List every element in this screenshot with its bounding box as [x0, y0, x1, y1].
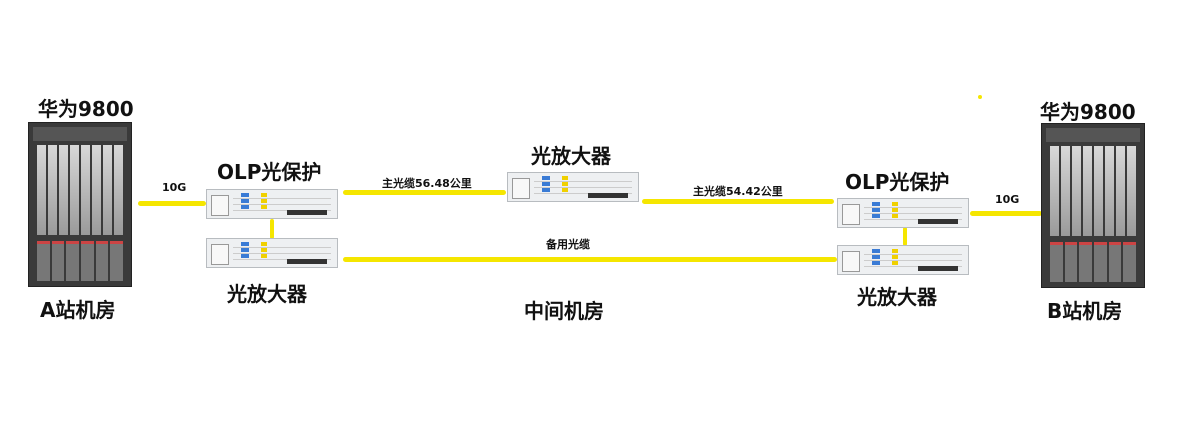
amp-device-middle: [507, 172, 639, 202]
backup-cable-line: [343, 257, 837, 262]
link-b-10g: [970, 211, 1042, 216]
amp-label-b: 光放大器: [857, 285, 937, 309]
connector-b: [903, 227, 907, 246]
olp-device-b: [837, 198, 969, 228]
amp-device-a: [206, 238, 338, 268]
olp-label-b: OLP光保护: [845, 170, 950, 194]
connector-a: [270, 219, 274, 239]
main-cable-a-label: 主光缆56.48公里: [382, 177, 472, 190]
link-label-b: 10G: [995, 193, 1020, 206]
amp-device-b: [837, 245, 969, 275]
device-label-a: 华为9800: [38, 97, 134, 121]
link-label-a: 10G: [162, 181, 187, 194]
olp-label-a: OLP光保护: [217, 160, 322, 184]
main-cable-a-line: [343, 190, 506, 195]
room-label-middle: 中间机房: [524, 299, 604, 323]
room-label-b: B站机房: [1047, 299, 1123, 323]
room-label-a: A站机房: [40, 298, 116, 322]
dot: [978, 95, 982, 99]
olp-device-a: [206, 189, 338, 219]
main-cable-b-label: 主光缆54.42公里: [693, 185, 783, 198]
amp-label-middle: 光放大器: [531, 144, 611, 168]
link-a-10g: [138, 201, 206, 206]
huawei-9800-b: [1041, 123, 1145, 288]
main-cable-b-line: [642, 199, 834, 204]
backup-cable-label: 备用光缆: [546, 238, 590, 251]
huawei-9800-a: [28, 122, 132, 287]
amp-label-a: 光放大器: [227, 282, 307, 306]
device-label-b: 华为9800: [1040, 100, 1136, 124]
